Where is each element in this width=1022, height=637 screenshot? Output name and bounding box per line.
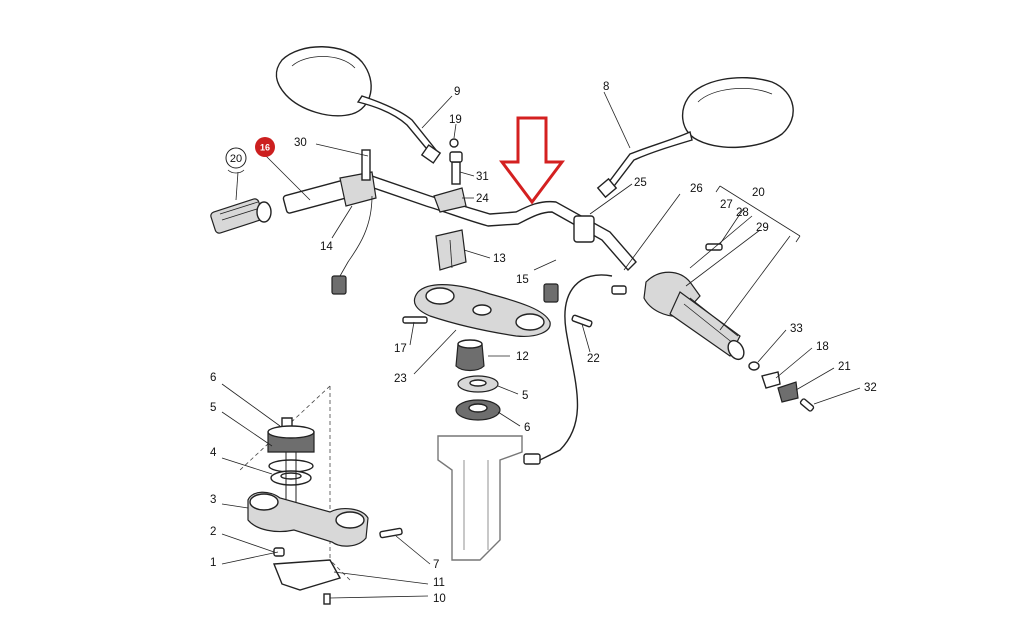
badge-outline-20[interactable]: 20 [225, 147, 247, 174]
callout-2: 2 [210, 526, 216, 538]
callout-23: 23 [394, 373, 407, 385]
callout-15: 15 [516, 274, 529, 286]
callout-18: 18 [816, 341, 829, 353]
group-bracket-20 [715, 185, 801, 243]
stem-parts [455, 339, 501, 421]
callout-27: 27 [720, 199, 733, 211]
callout-11: 11 [433, 577, 445, 589]
lower-stem-detail [239, 385, 403, 605]
callout-21: 21 [838, 361, 851, 373]
badge-red-16[interactable]: 16 [255, 137, 275, 157]
callout-31: 31 [476, 171, 489, 183]
callout-9: 9 [454, 86, 460, 98]
callout-4: 4 [210, 447, 217, 459]
callout-22: 22 [587, 353, 600, 365]
callout-28: 28 [736, 207, 749, 219]
badge-outline-label: 20 [230, 153, 242, 165]
callout-12: 12 [516, 351, 529, 363]
callout-25: 25 [634, 177, 647, 189]
callout-24: 24 [476, 193, 489, 205]
callout-labels: 9 8 19 31 24 30 14 13 15 25 26 20 27 28 … [210, 81, 877, 605]
left-mirror [275, 46, 442, 164]
riser-clamps [433, 138, 467, 271]
callout-26: 26 [690, 183, 703, 195]
left-grip-assembly [210, 149, 377, 295]
callout-19: 19 [449, 114, 462, 126]
callout-33: 33 [790, 323, 803, 335]
callout-6-right: 6 [524, 422, 530, 434]
callout-5-right: 5 [522, 390, 528, 402]
callout-1: 1 [210, 557, 216, 569]
lower-fork-bottom [437, 435, 523, 561]
badge-red-label: 16 [260, 143, 270, 153]
callout-30: 30 [294, 137, 307, 149]
callout-17: 17 [394, 343, 407, 355]
callout-6-left: 6 [210, 372, 216, 384]
throttle-cable [523, 274, 613, 465]
callout-32: 32 [864, 382, 877, 394]
callout-7: 7 [433, 559, 439, 571]
callout-29: 29 [756, 222, 769, 234]
callout-5-left: 5 [210, 402, 216, 414]
callout-14: 14 [320, 241, 333, 253]
right-grip-assembly [573, 215, 815, 412]
leader-lines [221, 91, 861, 599]
callout-3: 3 [210, 494, 216, 506]
callout-10: 10 [433, 593, 446, 605]
callout-20: 20 [752, 187, 765, 199]
highlight-arrow [499, 116, 565, 205]
right-mirror [596, 76, 794, 199]
callout-13: 13 [493, 253, 506, 265]
callout-8: 8 [603, 81, 609, 93]
upper-triple-clamp [402, 284, 551, 337]
